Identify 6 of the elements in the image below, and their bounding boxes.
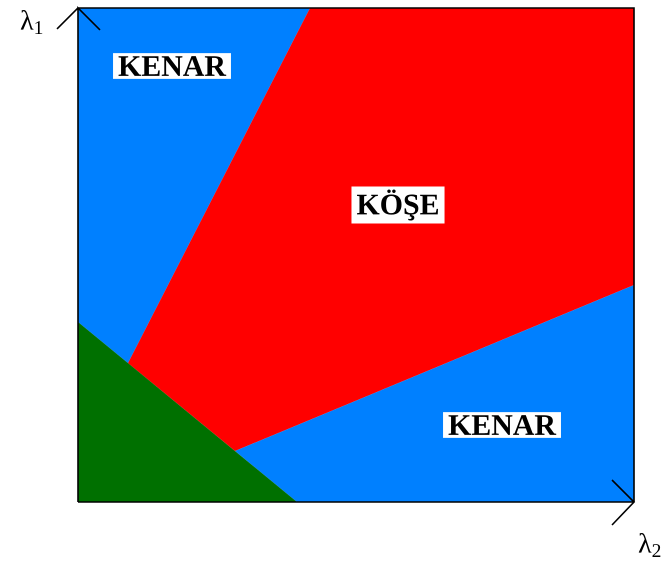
axis-label: λ$_{1}$ [20,10,42,34]
region-label: KENAR [113,53,231,79]
region-label: KÖŞE [351,186,445,224]
axis-label: λ$_{2}$ [638,532,660,558]
region-label: KENAR [443,412,561,438]
triangle-region [78,322,297,502]
